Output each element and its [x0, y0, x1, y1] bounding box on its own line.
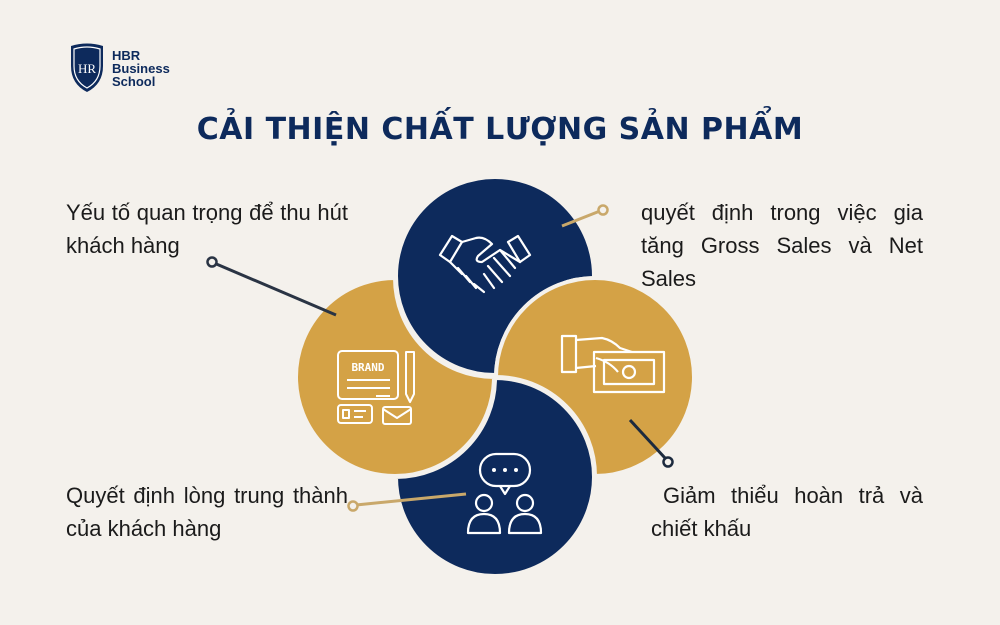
handshake-icon [438, 234, 532, 294]
label-bottom-left: Quyết định lòng trung thành của khách hà… [66, 483, 348, 541]
logo-line-1: HBR [112, 47, 141, 63]
svg-text:BRAND: BRAND [351, 361, 384, 374]
svg-text:HR: HR [78, 61, 96, 76]
logo-text: HBR Business School [112, 49, 170, 88]
page-title: CẢI THIỆN CHẤT LƯỢNG SẢN PHẨM [196, 112, 804, 147]
people-chat-icon [466, 452, 543, 535]
connector-bottom-left [347, 492, 467, 512]
logo-line-2: Business [112, 60, 170, 76]
label-bottom-right: Giảm thiểu hoàn trả và chiết khấu [651, 483, 923, 541]
label-top-left: Yếu tố quan trọng để thu hút khách hàng [66, 200, 348, 258]
shield-logo-icon: HR [71, 43, 103, 92]
connector-bottom-right [628, 418, 674, 468]
hand-money-icon [560, 334, 666, 394]
connector-top-left [206, 256, 337, 317]
connector-top-right [561, 204, 609, 228]
hbr-logo: HR HBR Business School [68, 42, 170, 94]
brand-document-icon: BRAND [337, 350, 415, 425]
label-top-right: quyết định trong việc gia tăng Gross Sal… [641, 200, 923, 291]
logo-line-3: School [112, 73, 156, 89]
